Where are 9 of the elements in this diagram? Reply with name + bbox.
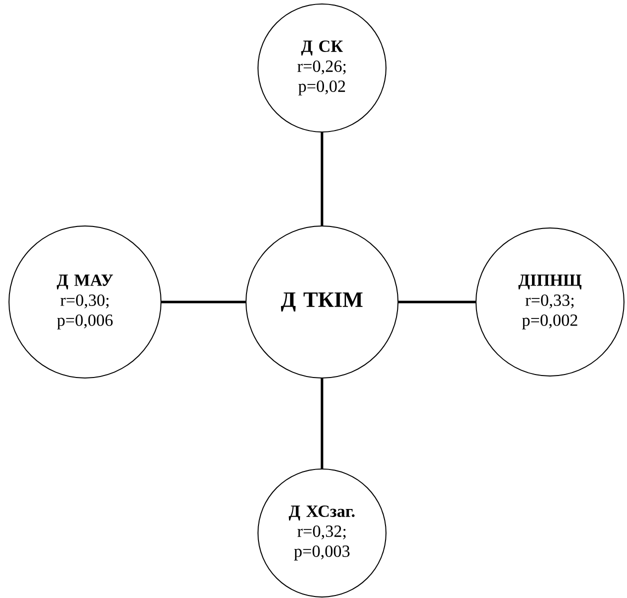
circle-node: Д МАУ r=0,30; p=0,006 (8, 226, 162, 378)
connector-line (320, 132, 324, 226)
circle-node: Д ТКІМ (246, 226, 398, 378)
circle-node: Д СК r=0,26; p=0,02 (258, 4, 386, 132)
connector-line (162, 300, 246, 304)
connector-line (320, 378, 324, 468)
connector-line (398, 300, 476, 304)
circle-node: Д ХСзаг. r=0,32; p=0,003 (258, 468, 386, 598)
circle-node: ДІПНЩ r=0,33; p=0,002 (476, 228, 624, 376)
